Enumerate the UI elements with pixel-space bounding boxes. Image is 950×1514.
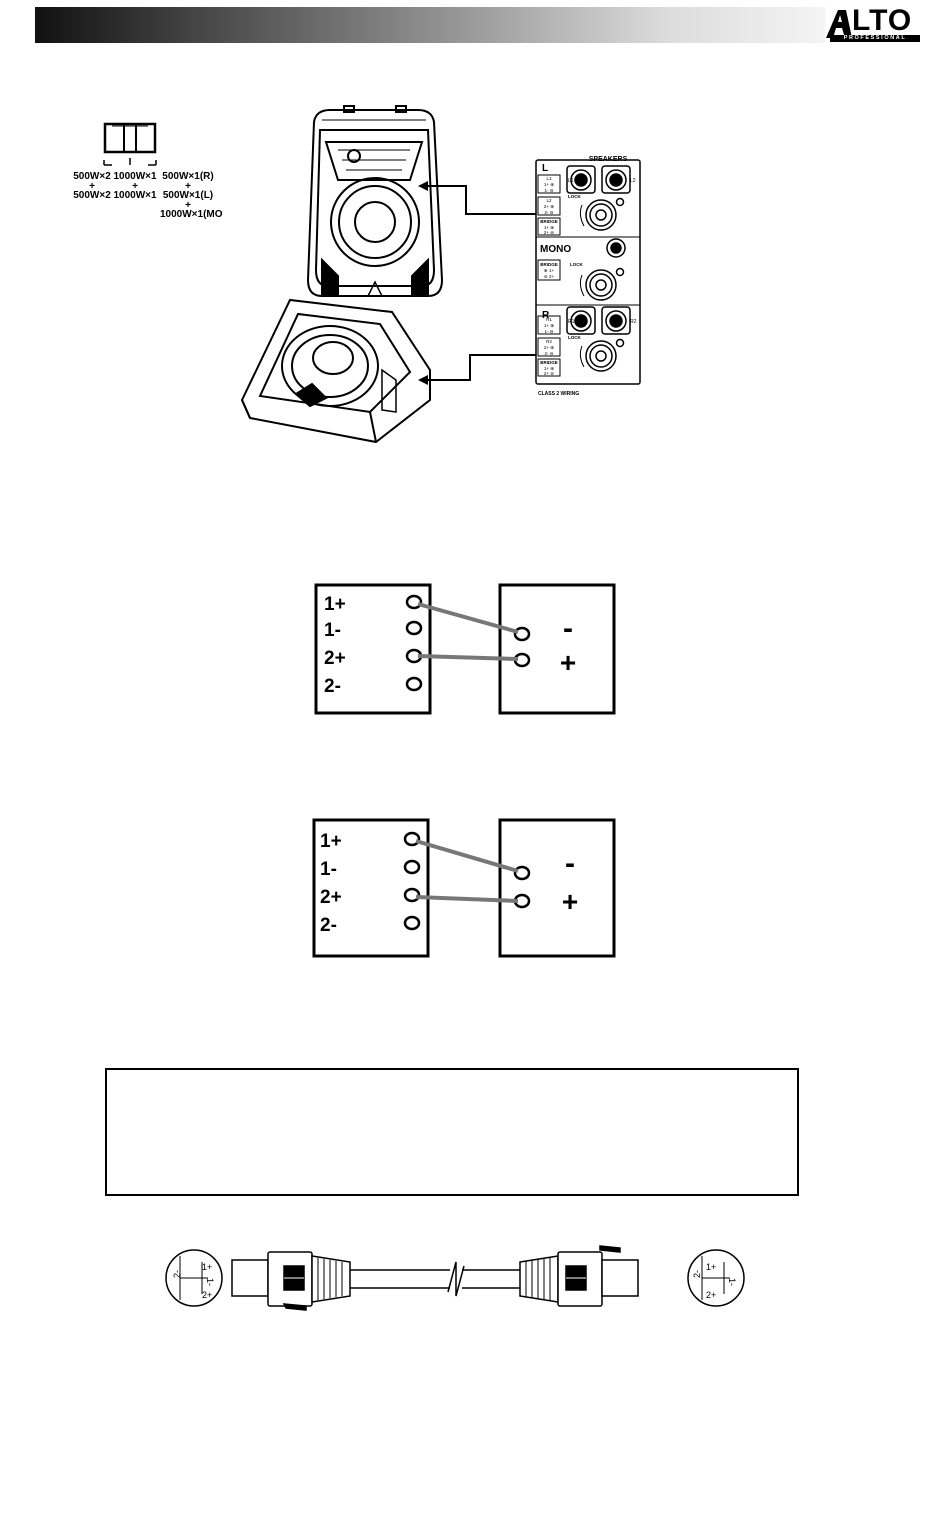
switch-l2-a: 2+ ⊕ [544, 204, 554, 209]
switch-l2-head: L2 [546, 198, 552, 203]
plus-sign-2: + [562, 886, 578, 917]
right-connector-icon [519, 1245, 639, 1307]
mode-label-3c: 1000W×1(MO [160, 209, 223, 220]
minus-sign-1: - [563, 612, 573, 645]
logo-subtext: PROFESSIONAL [830, 35, 920, 42]
left-connector-icon [231, 1251, 351, 1311]
switch-lb-b: 2+ ⊖ [544, 230, 554, 235]
arrow-head-1-icon [418, 181, 428, 191]
mode-label-1a: 500W×2 [73, 171, 111, 182]
switch-mono-a: ⊕ 1+ [544, 268, 555, 273]
amp-speaker-panel: SPEAKERS L MONO R L1 L2 LOCK L1 1+ ⊕ 1- … [535, 156, 641, 397]
pin-2minus-a: 2- [324, 676, 341, 697]
pin-1minus-b: 1- [320, 859, 337, 880]
switch-mono-b: ⊖ 2+ [544, 274, 555, 279]
mode-label-3b: 500W×1(L) [162, 190, 214, 201]
wires-2 [415, 839, 519, 903]
wedge-monitor-icon [240, 298, 431, 444]
jack-r2-label: R2 [630, 319, 637, 325]
pin-1plus-b: 1+ [320, 831, 342, 852]
mode-plus-2: + [132, 181, 138, 192]
switch-rb-head: BRIDGE [540, 360, 558, 365]
panel-title: SPEAKERS [589, 156, 628, 163]
pin-1plus-a: 1+ [324, 594, 346, 615]
cable-line [350, 1261, 520, 1297]
left-pin-2plus: 2+ [202, 1290, 212, 1300]
switch-l1-b: 1- ⊖ [544, 188, 553, 193]
cabinet-speaker-icon [306, 105, 444, 297]
switch-r1-a: 1+ ⊕ [544, 323, 554, 328]
mode-plus-3b: + [185, 200, 191, 211]
switch-l2-b: 2- ⊖ [544, 210, 553, 215]
switch-mono-head: BRIDGE [540, 262, 558, 267]
right-pinout-icon [687, 1249, 745, 1307]
wires-1 [417, 602, 519, 661]
note-box [105, 1068, 799, 1196]
r-switch-boxes [537, 315, 561, 377]
panel-label-l: L [542, 163, 548, 174]
l-switch-boxes [537, 174, 561, 236]
pin-2minus-b: 2- [320, 915, 337, 936]
connection-arrows [426, 185, 585, 381]
mode-switch-diagram: 500W×2 + 500W×2 1000W×1 + 1000W×1 500W×1… [60, 118, 223, 223]
pin-2plus-b: 2+ [320, 887, 342, 908]
arrow-head-2-icon [418, 375, 428, 385]
left-pinout-icon [165, 1249, 223, 1307]
mode-switch-icon [103, 122, 157, 166]
pin-1minus-a: 1- [324, 620, 341, 641]
switch-r1-head: R1 [546, 317, 552, 322]
logo-text: LTO [852, 4, 913, 37]
switch-rb-a: 1+ ⊕ [544, 366, 554, 371]
mode-plus-3a: + [185, 181, 191, 192]
header-bar [35, 7, 825, 43]
mode-label-2b: 1000W×1 [113, 190, 157, 201]
l-jacks [566, 165, 631, 231]
switch-r2-b: 2- ⊖ [544, 351, 553, 356]
switch-mono-box [537, 259, 561, 281]
plus-sign-1: + [560, 647, 576, 678]
right-pin-2plus: 2+ [706, 1290, 716, 1300]
switch-lb-head: BRIDGE [540, 219, 558, 224]
panel-footer: CLASS 2 WIRING [538, 391, 579, 397]
jack-l1-label: L1 [568, 178, 574, 184]
mode-plus-1: + [89, 181, 95, 192]
left-pin-1plus: 1+ [202, 1262, 212, 1272]
speaker-connection-illustration [240, 105, 585, 444]
lock-label-r: LOCK [568, 335, 581, 340]
mode-label-3a: 500W×1(R) [162, 171, 214, 182]
left-pin-1minus: 1- [205, 1278, 215, 1286]
jack-l2-label: L2 [630, 178, 636, 184]
alto-logo: LTO PROFESSIONAL [826, 4, 922, 44]
left-pin-2minus: 2- [172, 1270, 182, 1278]
switch-r1-b: 1- ⊖ [544, 329, 553, 334]
wiring-diagram-2: 1+ 1- 2+ 2- - + [312, 818, 616, 958]
switch-r2-head: R2 [546, 339, 552, 344]
panel-label-mono: MONO [540, 244, 571, 255]
r-jacks [566, 306, 631, 372]
mode-label-2a: 1000W×1 [113, 171, 157, 182]
pin-2plus-a: 2+ [324, 648, 346, 669]
lock-label-mono: LOCK [570, 262, 583, 267]
right-pin-1plus: 1+ [706, 1262, 716, 1272]
mode-label-1b: 500W×2 [73, 190, 111, 201]
lock-label-l: LOCK [568, 194, 581, 199]
speakon-cable-diagram: 1+ 1- 2+ 2- 1+ 1- 2+ 2- [165, 1245, 745, 1311]
switch-lb-a: 1+ ⊕ [544, 225, 554, 230]
minus-sign-2: - [565, 847, 575, 880]
switch-r2-a: 2+ ⊕ [544, 345, 554, 350]
switch-rb-b: 2+ ⊖ [544, 371, 554, 376]
wiring-diagram-1: 1+ 1- 2+ 2- - + [314, 583, 616, 715]
mono-jacks [579, 238, 626, 301]
switch-l1-head: L1 [546, 176, 552, 181]
jack-r1-label: R1 [568, 319, 575, 325]
switch-l1-a: 1+ ⊕ [544, 182, 554, 187]
right-pin-1minus: 1- [727, 1278, 737, 1286]
right-pin-2minus: 2- [692, 1270, 702, 1278]
logo-a-icon [826, 10, 852, 38]
